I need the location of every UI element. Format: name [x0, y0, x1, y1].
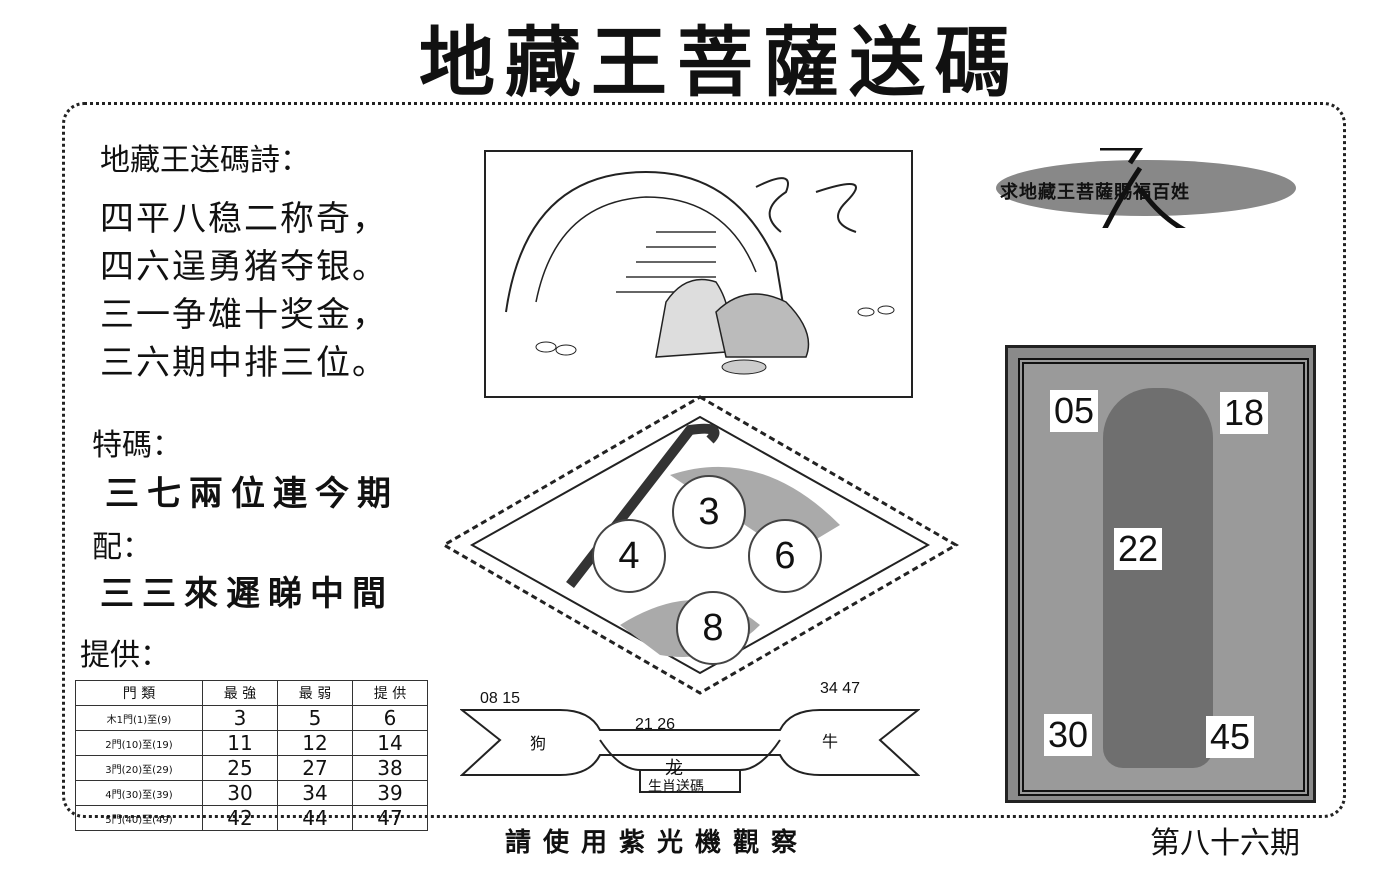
table-cell: 38 — [352, 755, 428, 781]
special-text: 三七兩位連今期 — [105, 474, 399, 514]
zodiac-right-nums: 34 47 — [820, 680, 861, 697]
zodiac-left-nums: 08 15 — [480, 690, 521, 707]
poem-heading: 地藏王送碼詩： — [100, 143, 310, 178]
special-label: 特碼： — [92, 428, 182, 463]
number-panel: 05 18 22 30 45 — [1005, 345, 1316, 803]
table-cell: 30 — [202, 780, 278, 806]
row-label: 4門(30)至(39) — [75, 780, 203, 806]
row-label: 木1門(1)至(9) — [75, 705, 203, 731]
ball-right: 6 — [748, 519, 822, 593]
table-cell: 34 — [277, 780, 353, 806]
zodiac-right-animal: 牛 — [822, 734, 839, 751]
ball-top: 3 — [672, 475, 746, 549]
table-cell: 12 — [277, 730, 353, 756]
table-cell: 27 — [277, 755, 353, 781]
illustration-cave — [484, 150, 913, 398]
panel-number: 18 — [1220, 392, 1269, 434]
row-label: 5門(40)至(49) — [75, 805, 203, 831]
seal-text: 求地藏王菩薩賜福百姓 — [1000, 182, 1190, 203]
pair-label: 配： — [92, 530, 152, 565]
page-title: 地藏王菩薩送碼 — [419, 18, 1021, 107]
issue-number: 第八十六期 — [1150, 826, 1300, 861]
zodiac-ribbon: 08 15 狗 21 26 龙 生肖送碼 34 47 牛 — [460, 680, 920, 800]
poem-line: 三一争雄十奖金， — [100, 295, 388, 335]
panel-number: 30 — [1044, 714, 1093, 756]
table-header: 最 強 — [202, 680, 278, 706]
zodiac-caption: 生肖送碼 — [648, 778, 704, 794]
table-cell: 3 — [202, 705, 278, 731]
poem-line: 四平八稳二称奇， — [100, 199, 388, 239]
diamond-balls: 3 4 6 8 — [440, 395, 960, 695]
table-cell: 44 — [277, 805, 353, 831]
ball-left: 4 — [592, 519, 666, 593]
footer-note: 請使用紫光機觀察 — [505, 828, 810, 858]
provide-label: 提供： — [80, 638, 170, 673]
ball-bottom: 8 — [676, 591, 750, 665]
table-row: 3門(20)至(29) 25 27 38 — [75, 755, 428, 781]
poem-line: 四六逞勇猪夺银。 — [100, 247, 388, 287]
number-table: 門 類 最 強 最 弱 提 供 木1門(1)至(9) 3 5 6 2門(10)至… — [75, 680, 428, 831]
pair-text: 三三來遲睇中間 — [100, 574, 394, 614]
zodiac-center-nums: 21 26 — [635, 716, 676, 733]
table-row: 4門(30)至(39) 30 34 39 — [75, 780, 428, 806]
table-cell: 42 — [202, 805, 278, 831]
poem: 四平八稳二称奇， 四六逞勇猪夺银。 三一争雄十奖金， 三六期中排三位。 — [100, 195, 388, 387]
table-header: 最 弱 — [277, 680, 353, 706]
dotted-frame — [62, 102, 1346, 818]
seal-graphic — [990, 145, 1302, 240]
table-cell: 11 — [202, 730, 278, 756]
row-label: 2門(10)至(19) — [75, 730, 203, 756]
table-cell: 6 — [352, 705, 428, 731]
row-label: 3門(20)至(29) — [75, 755, 203, 781]
panel-number: 22 — [1114, 528, 1163, 570]
table-row: 2門(10)至(19) 11 12 14 — [75, 730, 428, 756]
table-cell: 39 — [352, 780, 428, 806]
table-cell: 5 — [277, 705, 353, 731]
table-cell: 47 — [352, 805, 428, 831]
table-row: 木1門(1)至(9) 3 5 6 — [75, 705, 428, 731]
poem-line: 三六期中排三位。 — [100, 343, 388, 383]
table-cell: 25 — [202, 755, 278, 781]
panel-number: 45 — [1206, 716, 1255, 758]
zodiac-center-animal: 龙 — [665, 758, 683, 778]
table-header: 提 供 — [352, 680, 428, 706]
table-header: 門 類 — [75, 680, 203, 706]
zodiac-left-animal: 狗 — [530, 736, 547, 753]
panel-number: 05 — [1050, 390, 1099, 432]
table-row: 5門(40)至(49) 42 44 47 — [75, 805, 428, 831]
buddha-figure — [1103, 388, 1213, 768]
table-header-row: 門 類 最 強 最 弱 提 供 — [75, 680, 428, 706]
table-cell: 14 — [352, 730, 428, 756]
